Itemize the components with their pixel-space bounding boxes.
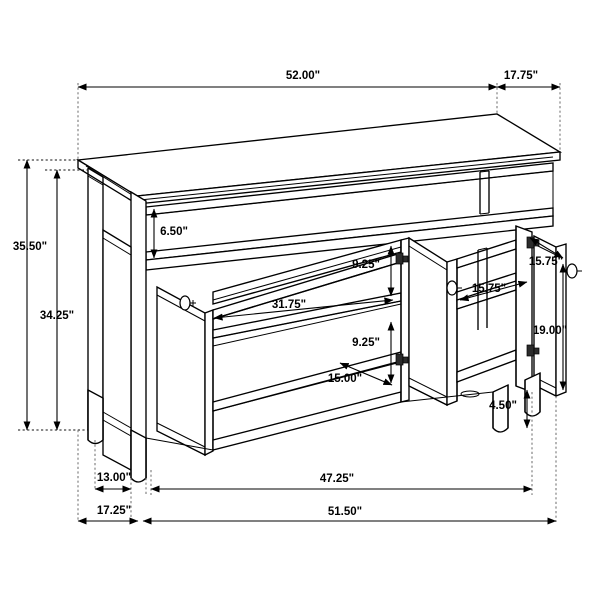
legs [87,371,541,483]
dim-top-overhang-right: 17.75" [496,70,561,91]
leg-front-left [130,428,147,483]
dim-label-base-width-outer: 51.50" [328,506,362,518]
console-body [75,113,582,483]
center-cabinet-door [408,236,462,407]
dim-door-height: 19.00" [533,263,567,391]
dim-label-lower-compartment: 9.25" [352,337,380,349]
leg-front-right [492,383,509,433]
dim-label-lower-shelf-depth: 15.00" [328,373,362,385]
dimension-annotations: 52.00" 17.75" 35.50" 34.25" 6.50" [13,70,567,525]
dim-label-upper-compartment: 9.25" [352,259,380,271]
dim-lower-shelf-depth: 15.00" [328,362,393,386]
dim-label-leg-clearance: 4.50" [489,400,517,412]
dim-label-overall-height: 35.50" [13,241,47,253]
dim-side-depth-total: 17.25" [77,505,139,525]
right-side-panel [515,225,533,393]
hinge-icon [395,353,409,366]
dim-label-door-depth-upper: 15.75" [529,256,563,268]
dim-cabinet-height: 34.25" [40,169,74,431]
dim-shelf-width: 31.75" [213,297,394,321]
dim-base-width-outer: 51.50" [142,506,557,525]
base-rails [145,385,494,451]
open-shelf-dividers [479,170,490,215]
dim-open-shelf-height: 6.50" [150,208,188,259]
dim-label-open-shelf-height: 6.50" [160,226,188,238]
dim-door-depth-upper: 15.75" [529,237,564,268]
dim-interior-depth: 15.75" [459,280,528,302]
dim-overall-width: 52.00" [77,70,498,91]
dim-leg-clearance: 4.50" [489,389,531,429]
right-interior [456,239,517,401]
dim-label-shelf-width: 31.75" [272,299,306,311]
dim-base-width-inner: 47.25" [150,473,533,493]
hinge-icon [526,344,540,357]
dim-upper-compartment: 9.25" [352,245,395,297]
dim-label-base-width-inner: 47.25" [320,473,354,485]
right-door-knob [566,263,582,279]
dim-label-side-depth-total: 17.25" [97,505,131,517]
left-side-panel [102,190,147,480]
dim-label-side-depth-front: 13.00" [97,472,131,484]
dim-side-depth-front: 13.00" [94,472,132,493]
dim-label-door-height: 19.00" [533,325,567,337]
left-cabinet-door [156,285,214,457]
dim-label-cabinet-height: 34.25" [40,310,74,322]
left-door-knob [179,295,196,311]
leg-back-left [87,388,104,445]
hinge-icon [395,252,409,265]
dim-overall-height: 35.50" [13,159,47,431]
dim-label-overall-width: 52.00" [286,70,320,82]
dim-label-top-overhang-right: 17.75" [504,70,538,82]
dim-label-interior-depth: 15.75" [472,283,506,295]
